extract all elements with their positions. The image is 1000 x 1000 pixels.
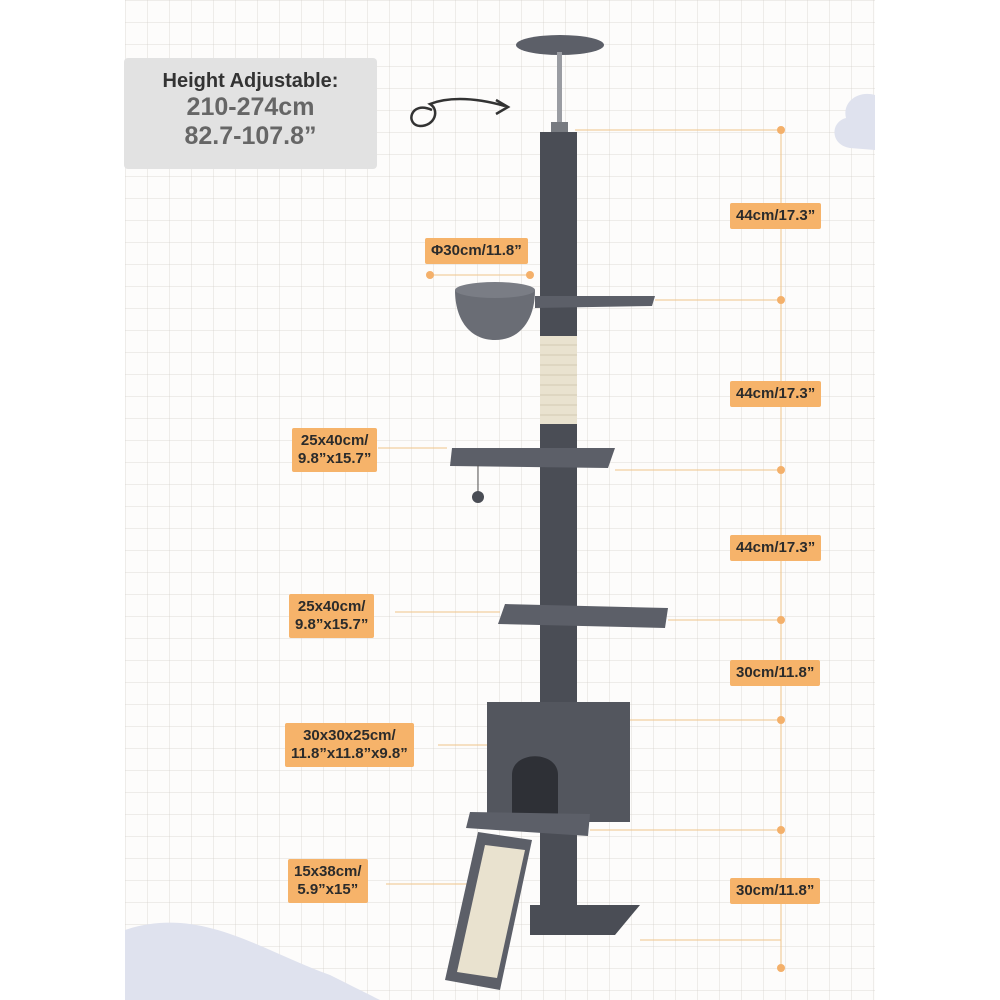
left-dimension-line2: 9.8”x15.7” bbox=[295, 616, 369, 633]
platform-middle bbox=[450, 448, 615, 468]
condo-box bbox=[487, 702, 630, 822]
left-dimension-line1: 30x30x25cm/ bbox=[303, 727, 396, 744]
left-dimension-line2: 11.8”x11.8”x9.8” bbox=[291, 745, 408, 762]
sisal-texture bbox=[540, 344, 577, 416]
height-title: Height Adjustable: bbox=[162, 70, 339, 92]
hammock bbox=[455, 290, 535, 340]
right-dimension-tag-5: 30cm/11.8” bbox=[730, 878, 821, 904]
right-dimension-tag-2: 44cm/17.3” bbox=[730, 381, 822, 407]
arrow-icon bbox=[410, 97, 506, 128]
height-adjustable-box: Height Adjustable: 210-274cm 82.7-107.8” bbox=[124, 58, 377, 169]
left-dimension-line2: 9.8”x15.7” bbox=[298, 450, 372, 467]
arrow-head-icon bbox=[495, 98, 511, 116]
right-dimension-tag-3: 44cm/17.3” bbox=[730, 535, 822, 561]
platform-top bbox=[535, 296, 655, 308]
left-dimension-tag-3: 30x30x25cm/ 11.8”x11.8”x9.8” bbox=[285, 723, 414, 767]
adjust-rod bbox=[557, 52, 562, 132]
height-range-in: 82.7-107.8” bbox=[184, 122, 317, 150]
right-dimension-text: 44cm/17.3” bbox=[736, 385, 816, 402]
hammock-diameter-tag: Φ30cm/11.8” bbox=[425, 238, 528, 264]
left-dimension-tag-1: 25x40cm/ 9.8”x15.7” bbox=[292, 428, 378, 472]
toy-ball bbox=[472, 491, 484, 503]
left-dimension-line1: 15x38cm/ bbox=[294, 863, 362, 880]
left-dimension-line1: 25x40cm/ bbox=[297, 598, 366, 615]
left-dimension-tag-4: 15x38cm/ 5.9”x15” bbox=[288, 859, 368, 903]
base-plate bbox=[530, 905, 640, 935]
sisal-section bbox=[540, 336, 577, 424]
right-dimension-text: 44cm/17.3” bbox=[736, 539, 816, 556]
left-dimension-tag-2: 25x40cm/ 9.8”x15.7” bbox=[289, 594, 375, 638]
condo-step bbox=[466, 812, 590, 836]
left-dimension-line1: 25x40cm/ bbox=[300, 432, 369, 449]
left-dimension-line2: 5.9”x15” bbox=[297, 881, 359, 898]
cloud-shape-bottom bbox=[125, 922, 380, 1000]
right-dimension-text: 44cm/17.3” bbox=[736, 207, 816, 224]
height-range-cm: 210-274cm bbox=[186, 93, 315, 121]
platform-lower bbox=[498, 604, 668, 628]
ramp-sisal bbox=[457, 845, 525, 978]
top-ceiling-plate bbox=[516, 35, 604, 55]
condo-entrance bbox=[512, 756, 558, 820]
right-dimension-tag-4: 30cm/11.8” bbox=[730, 660, 821, 686]
right-dimension-text: 30cm/11.8” bbox=[736, 664, 815, 681]
hammock-diameter-text: Φ30cm/11.8” bbox=[431, 242, 522, 259]
right-dimension-tag-1: 44cm/17.3” bbox=[730, 203, 822, 229]
right-dimension-text: 30cm/11.8” bbox=[736, 882, 815, 899]
guide-dots bbox=[426, 126, 785, 972]
cloud-shape-top-right bbox=[834, 93, 875, 150]
